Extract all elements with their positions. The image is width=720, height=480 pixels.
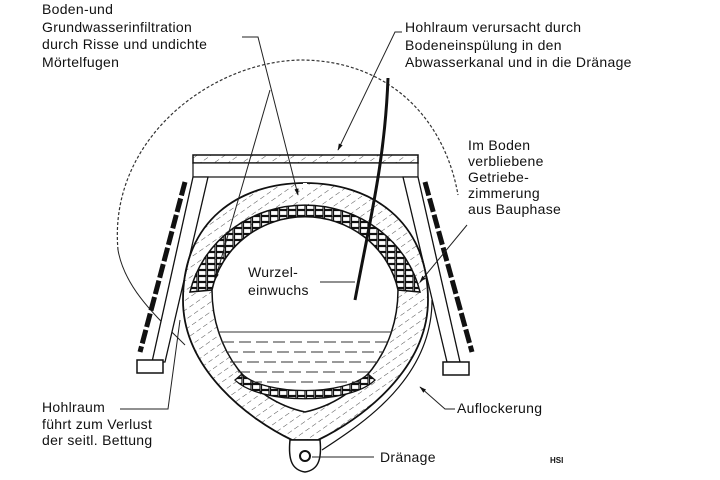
- label-line: Im Boden: [468, 137, 531, 153]
- label-line: Wurzel-: [248, 264, 299, 280]
- right-foot: [442, 361, 470, 376]
- leader-timbering: [419, 224, 468, 283]
- top-plank: [192, 154, 419, 164]
- label-line: Abwasserkanal und in die Dränage: [405, 54, 632, 70]
- label-timbering: Im Boden verbliebene Getriebe- zimmerung…: [468, 137, 561, 217]
- invert-bricks: [234, 373, 376, 400]
- label-line: einwuchs: [248, 281, 309, 298]
- left-post: [151, 176, 209, 363]
- label-line: Mörtelfugen: [42, 53, 120, 70]
- top-beam: [192, 162, 419, 178]
- root-ingrowth: [353, 77, 390, 301]
- sewage-water: [218, 331, 392, 383]
- label-infiltration: Boden-und Grundwasserinfiltration durch …: [42, 1, 207, 71]
- leader-joint: [214, 89, 271, 281]
- label-line: Boden-und: [42, 1, 114, 17]
- label-line: Hohlraum: [42, 399, 106, 415]
- leader-lines: [120, 31, 468, 458]
- leader-loosening: [419, 386, 455, 410]
- label-line: verbliebene: [468, 153, 544, 169]
- label-line: Grundwasserinfiltration: [42, 18, 193, 35]
- cavity-side-left: [117, 249, 186, 346]
- signature: HSI: [550, 456, 564, 465]
- leader-crack: [242, 36, 299, 196]
- label-cavity-top: Hohlraum verursacht durch Bodeneinspülun…: [405, 19, 632, 72]
- label-line: aus Bauphase: [468, 201, 562, 217]
- label-drainage: Dränage: [380, 449, 436, 465]
- loosened-soil-line: [321, 299, 433, 451]
- label-line: der seitl. Bettung: [42, 432, 153, 448]
- label-line: Bodeneinspülung in den: [405, 36, 562, 53]
- soil-cavity-outline: [116, 59, 459, 251]
- left-foot: [136, 359, 164, 374]
- leader-cavity-top: [337, 31, 402, 151]
- label-cavity-side: Hohlraum führt zum Verlust der seitl. Be…: [42, 399, 152, 449]
- label-line: Getriebe-: [468, 169, 530, 185]
- left-boards: [137, 181, 188, 353]
- label-root: Wurzel- einwuchs: [248, 264, 309, 299]
- label-line: Hohlraum verursacht durch: [405, 19, 582, 35]
- label-line: durch Risse und undichte: [42, 36, 208, 52]
- right-boards: [422, 181, 475, 353]
- label-line: zimmerung: [468, 185, 540, 201]
- label-line: führt zum Verlust: [42, 415, 153, 432]
- drain-pipe-core: [299, 450, 311, 462]
- leader-side-cavity: [120, 319, 181, 410]
- label-loosening: Auflockerung: [457, 400, 543, 416]
